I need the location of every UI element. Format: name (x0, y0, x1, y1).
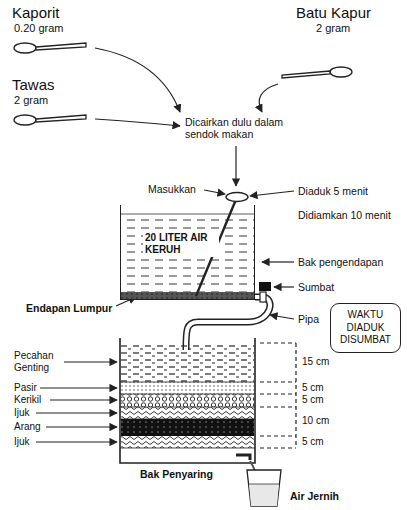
part-label: Bak pengendapan (298, 256, 383, 268)
step-note: Dicairkan dulu dalam sendok makan (185, 116, 293, 140)
layer-label: Arang (14, 421, 41, 433)
ingredient-amount: 0.20 gram (14, 22, 64, 35)
sedimentation-tank: 20 LITER AIR KERUH (120, 205, 255, 300)
dimension: 5 cm (302, 436, 324, 448)
part-label: Air Jernih (290, 490, 339, 502)
layer-label: Ijuk (14, 436, 30, 448)
dimension: 15 cm (302, 356, 329, 368)
ingredient-amount: 2 gram (14, 94, 48, 107)
ingredient-name: Kaporit (12, 4, 60, 21)
layer-label: Pecahan Genting (14, 350, 64, 373)
ingredient-name: Tawas (12, 76, 55, 93)
ingredient-name: Batu Kapur (296, 4, 371, 21)
step-note: Didiamkan 10 menit (298, 209, 391, 221)
dimension: 5 cm (302, 382, 324, 394)
ingredient-amount: 2 gram (316, 22, 350, 35)
step-note: Diaduk 5 menit (298, 185, 368, 197)
layer-label: Kerikil (14, 394, 41, 406)
part-label: Pipa (298, 313, 319, 325)
part-label: Endapan Lumpur (26, 302, 112, 314)
part-label: Sumbat (298, 281, 334, 293)
layer-label: Ijuk (14, 407, 30, 419)
node-text: WAKTU DIADUK DISUMBAT (340, 309, 391, 347)
dimension: 10 cm (302, 415, 329, 427)
layer-label: Pasir (14, 382, 37, 394)
note-box: WAKTU DIADUK DISUMBAT (330, 303, 401, 353)
node-text: 20 LITER AIR KERUH (143, 231, 219, 257)
step-note: Masukkan (148, 183, 196, 195)
dimension: 5 cm (302, 394, 324, 406)
part-label: Bak Penyaring (140, 468, 213, 480)
